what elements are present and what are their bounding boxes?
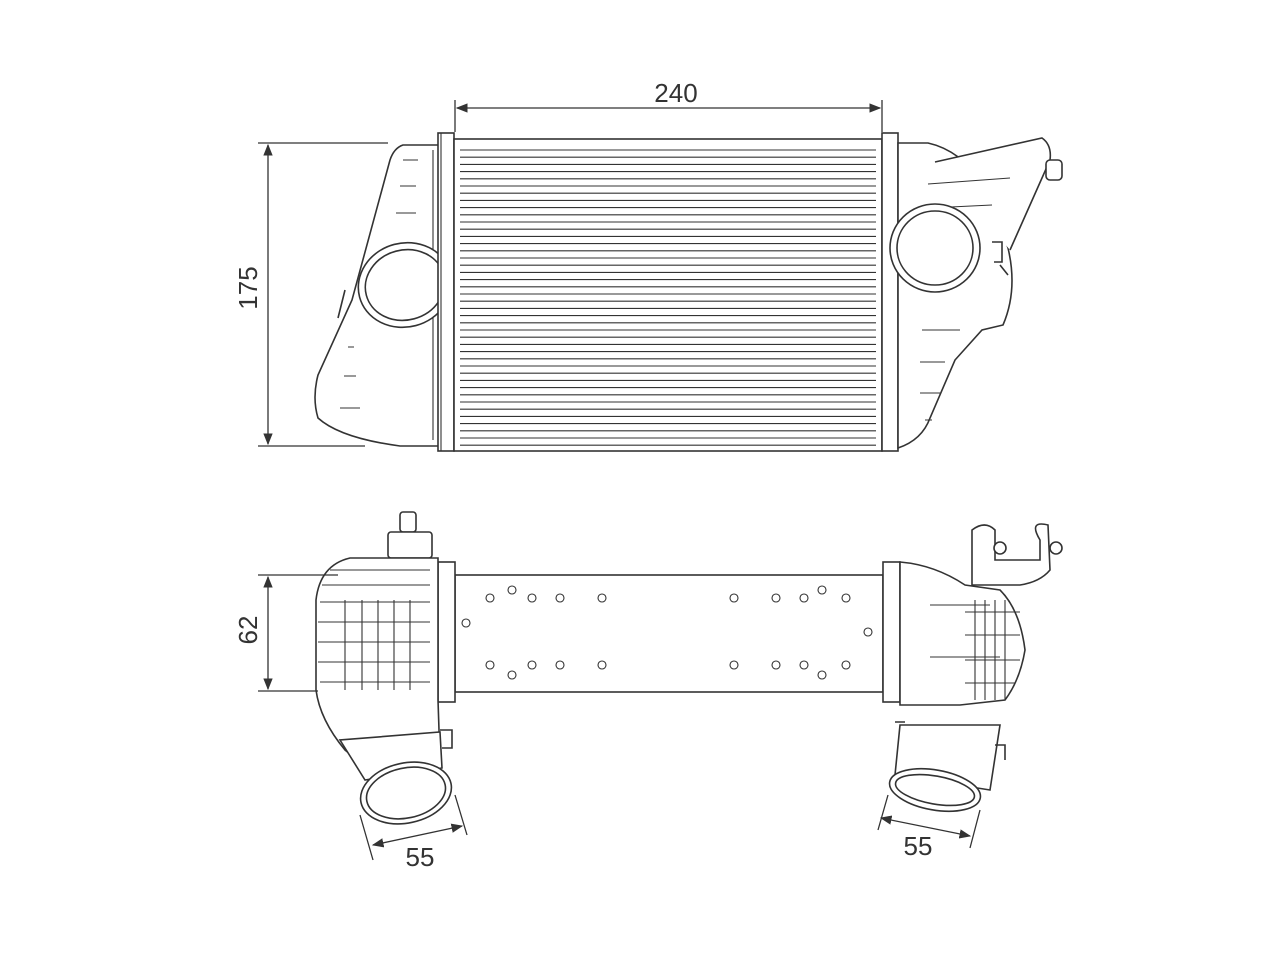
front-right-tank [889,137,1063,450]
front-left-header [437,132,455,452]
top-view: 62 55 55 [233,511,1063,872]
plate-hole [507,585,517,595]
dimension-depth: 62 [233,574,338,692]
front-right-header [881,132,899,452]
plate-hole [771,593,781,603]
plate-hole [485,660,495,670]
dimension-width-label: 240 [654,78,697,108]
plate-hole [597,660,607,670]
plate-hole [799,593,809,603]
plate-hole [817,670,827,680]
plate-hole [841,593,851,603]
right-tank-ribs [920,177,1011,421]
dimension-width: 240 [454,78,883,132]
plate-hole [507,670,517,680]
plate-hole [461,618,471,628]
plate-hole [729,593,739,603]
top-left-tank [315,511,453,825]
plate-hole [841,660,851,670]
plate-hole [485,593,495,603]
left-inlet-pipe [338,729,453,825]
plate-hole [555,660,565,670]
right-outlet-port [889,203,1009,293]
front-core [453,138,883,452]
dimension-outlet-diameter-label: 55 [904,831,933,861]
plate-hole [729,660,739,670]
top-core [454,574,884,693]
plate-hole [817,585,827,595]
plate-hole [527,593,537,603]
plate-hole [799,660,809,670]
top-right-header [882,561,901,703]
dimension-height: 175 [233,142,388,447]
dimension-depth-label: 62 [233,616,263,645]
left-tank-ribs [340,159,418,409]
top-left-header [437,561,456,703]
left-tank-fins [318,569,430,690]
right-tank-fins [930,600,1020,700]
plate-hole [555,593,565,603]
top-right-tank [888,523,1063,813]
dimension-outlet-diameter: 55 [877,794,981,861]
right-outlet-pipe [888,721,1006,813]
front-view: 240 175 [233,78,1063,452]
right-tank-sensor [1045,159,1063,181]
dimension-inlet-diameter: 55 [359,794,468,872]
plate-hole [863,627,873,637]
dimension-height-label: 175 [233,266,263,309]
plate-hole [527,660,537,670]
dimension-inlet-diameter-label: 55 [406,842,435,872]
plate-hole [597,593,607,603]
plate-hole [771,660,781,670]
